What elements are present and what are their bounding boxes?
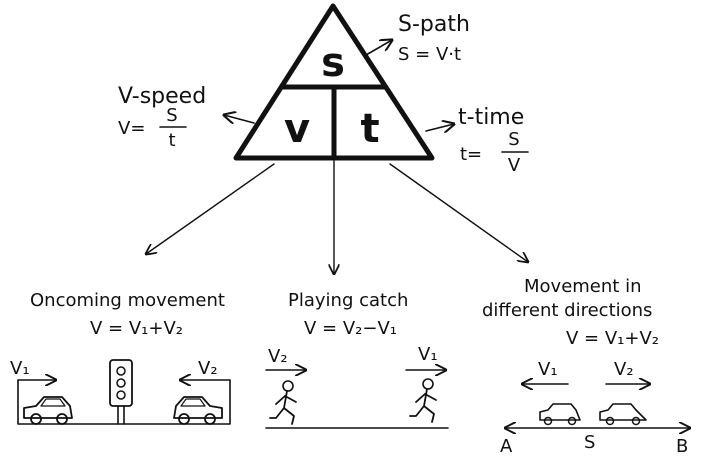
arrow-to-speed-note <box>224 115 255 123</box>
time-formula-numerator: S <box>508 129 519 150</box>
arrow-to-different <box>389 163 528 262</box>
arrow-to-time-note <box>425 124 454 131</box>
point-a-label: A <box>500 436 513 457</box>
triangle-letter-v: v <box>284 106 310 152</box>
speed-formula-lhs: V= <box>118 118 145 139</box>
runner-icon <box>269 380 297 425</box>
oncoming-title: Oncoming movement <box>30 290 225 311</box>
car-icon <box>173 396 223 425</box>
oncoming-v1-label: V₁ <box>10 358 30 379</box>
oncoming-formula: V = V₁+V₂ <box>90 318 183 339</box>
arrow-to-path-note <box>365 40 392 56</box>
formula-triangle: s v t <box>233 3 435 161</box>
speed-label: V-speed <box>118 84 206 109</box>
case-oncoming: Oncoming movement V = V₁+V₂ V₁ V₂ <box>10 290 231 425</box>
time-formula-lhs: t= <box>460 144 482 165</box>
traffic-light-icon <box>109 359 133 425</box>
car-icon <box>539 403 581 426</box>
time-label: t-time <box>458 105 524 130</box>
case-catch: Playing catch V = V₂−V₁ V₂ V₁ <box>265 290 449 429</box>
time-formula-denominator: V <box>508 155 521 176</box>
path-formula: S = V·t <box>398 44 461 65</box>
catch-formula: V = V₂−V₁ <box>304 318 397 339</box>
catch-v2-label: V₂ <box>268 346 288 367</box>
runner-icon <box>409 378 437 423</box>
different-title-line1: Movement in <box>524 276 641 297</box>
point-b-label: B <box>676 436 688 457</box>
oncoming-v2-label: V₂ <box>198 358 218 379</box>
distance-s-label: S <box>584 432 595 453</box>
different-v1-label: V₁ <box>538 359 558 380</box>
different-v2-label: V₂ <box>614 359 634 380</box>
speed-formula-numerator: S <box>166 105 177 126</box>
triangle-letter-s: s <box>321 40 345 86</box>
different-formula: V = V₁+V₂ <box>566 328 659 349</box>
car-icon <box>599 403 647 426</box>
path-label: S-path <box>398 12 470 37</box>
car-icon <box>23 396 73 425</box>
case-different: Movement in different directions V = V₁+… <box>482 276 690 457</box>
different-title-line2: different directions <box>482 300 652 321</box>
arrow-to-oncoming <box>146 163 275 254</box>
speed-formula-denominator: t <box>168 130 175 151</box>
triangle-letter-t: t <box>360 106 379 152</box>
catch-title: Playing catch <box>288 290 408 311</box>
catch-v1-label: V₁ <box>418 344 438 365</box>
